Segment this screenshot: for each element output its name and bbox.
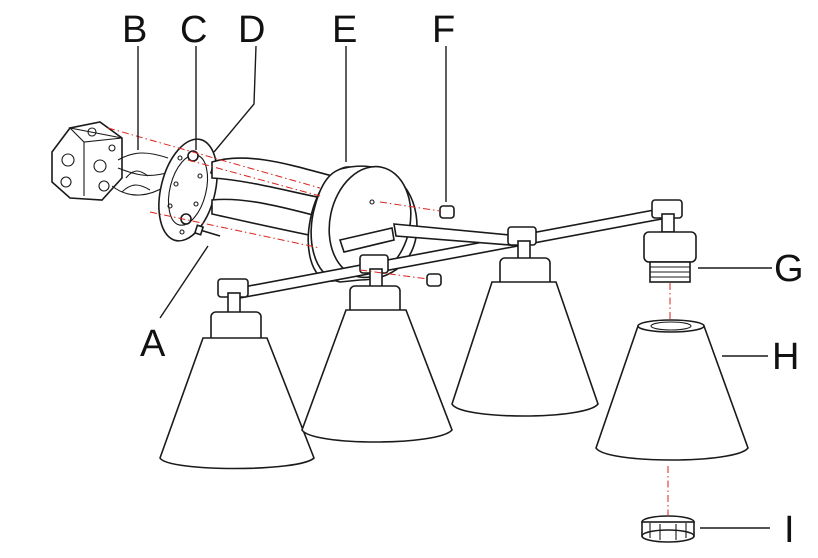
- leader-lines: [137, 45, 772, 529]
- label-c: C: [180, 9, 207, 51]
- label-a: A: [140, 323, 166, 365]
- label-e: E: [332, 9, 357, 51]
- label-i: I: [784, 509, 795, 551]
- mounting-plate: [158, 138, 218, 242]
- sockets: [210, 231, 697, 343]
- shade-ring: [641, 515, 695, 543]
- label-g: G: [774, 248, 804, 290]
- arm-fittings: [217, 199, 683, 316]
- shades: [159, 281, 749, 470]
- junction-box: [51, 121, 123, 201]
- label-b: B: [122, 9, 147, 51]
- label-h: H: [772, 336, 799, 378]
- label-d: D: [238, 9, 265, 51]
- label-f: F: [432, 9, 455, 51]
- finials: [426, 205, 455, 287]
- socket-thread: [649, 261, 691, 283]
- alignment-lines: [107, 127, 671, 516]
